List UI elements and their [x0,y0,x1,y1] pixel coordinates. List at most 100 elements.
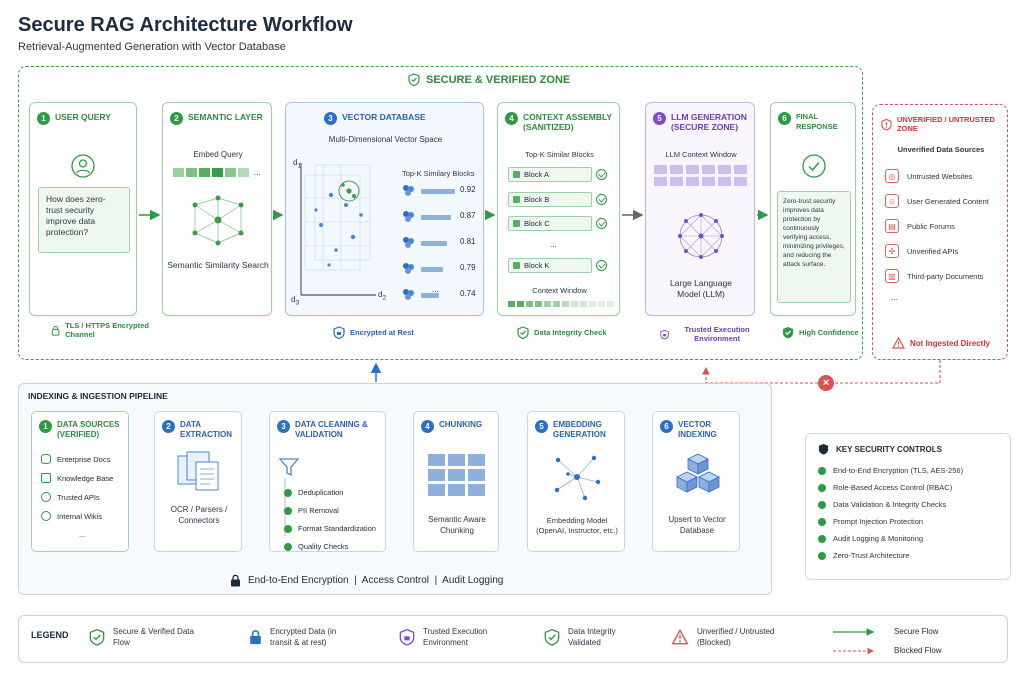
untrusted-item: ▥Third-party Documents [885,269,983,283]
shield-lock-icon [399,628,415,646]
score-row: 0.74 [402,288,482,302]
response-text: Zero-trust security improves data protec… [777,191,851,303]
shield-icon [818,443,829,455]
vector-cluster-icon [403,263,414,274]
check-icon [596,218,607,229]
not-ingested-caption: Not Ingested Directly [873,337,1009,349]
semantic-search-label: Semantic Similarity Search [167,260,269,270]
source-item: Internal Wikis [41,511,113,521]
legend-secure-flow: Secure Flow [894,627,939,636]
llm-window-label: LLM Context Window [665,150,737,159]
shield-lock-icon [660,329,669,340]
tee-caption: Trusted Execution Environment [660,325,760,343]
ingestion-pipeline [18,383,772,595]
lock-icon [231,574,240,587]
high-confidence-caption: High Confidence [782,326,859,339]
axis-label-d3: d3 [291,295,300,307]
api-icon: ✣ [885,244,899,258]
score-row: 0.81 [402,236,482,250]
block-icon [513,262,520,269]
legend-item: Encrypted Data (in transit & at rest) [249,626,360,648]
score-value: 0.87 [460,211,476,220]
check-icon [596,169,607,180]
lock-icon [51,325,60,336]
embedding-label: Embedding Model (OpenAI, Instructor, etc… [536,516,618,535]
shield-check-icon [544,628,560,646]
scores-more: ... [432,285,439,294]
llm-model-label: Large Language Model (LLM) [670,278,732,299]
legend-item: Secure & Verified Data Flow [89,626,195,648]
shield-lock-icon [333,326,345,339]
block-ellipsis: ... [550,240,557,249]
topk-blocks-label: Top-K Similar Blocks [525,150,594,159]
integrity-caption: Data Integrity Check [517,326,607,339]
security-controls-panel: KEY SECURITY CONTROLS End-to-End Encrypt… [805,433,1011,580]
llm-token-grid [654,165,750,186]
cleaning-item: Format Standardization [284,524,376,533]
embed-query-label: Embed Query [193,150,243,159]
warning-icon [891,337,905,349]
context-block: Block C [508,216,592,231]
score-value: 0.81 [460,237,476,246]
context-block: Block A [508,167,592,182]
block-icon [513,171,520,178]
context-window-bar [508,301,614,307]
page-subtitle: Retrieval-Augmented Generation with Vect… [18,41,286,53]
context-block: Block B [508,192,592,207]
context-block: Block K [508,258,592,273]
cubes-icon [676,453,720,493]
shield-check-icon [408,73,420,86]
untrusted-title: UNVERIFIED / UNTRUSTED ZONE [881,115,1007,133]
cleaning-list: Deduplication PII Removal Format Standar… [284,488,376,560]
untrusted-subtitle: Unverified Data Sources [897,145,985,154]
forum-icon: ▤ [885,219,899,233]
score-bar [421,267,443,272]
embedding-squares: ... [173,168,261,177]
source-item: Enterprise Docs [41,454,113,464]
blocked-x-icon: × [818,375,834,391]
database-icon [41,454,51,464]
vector-space-plot [300,163,376,296]
lock-icon [250,630,261,645]
chunk-grid-icon [428,454,485,496]
axis-label-d1: d1 [293,158,302,170]
pipeline-footer: End-to-End Encryption | Access Control |… [230,574,503,587]
source-item: Knowledge Base [41,473,113,483]
chunking-label: Semantic Aware Chunking [428,515,486,535]
documents-icon [177,451,219,491]
legend: LEGEND Secure & Verified Data Flow Encry… [18,615,1008,663]
score-bar [421,215,451,220]
cleaning-item: Deduplication [284,488,376,497]
untrusted-item: ✣Unverified APIs [885,244,958,258]
extraction-label: OCR / Parsers / Connectors [170,505,228,525]
score-row: 0.79 [402,262,482,276]
shield-check-icon [517,326,529,339]
block-icon [513,220,520,227]
source-item: Trusted APIs [41,492,113,502]
user-icon: ☺ [885,194,899,208]
score-row: 0.87 [402,210,482,224]
control-item: End-to-End Encryption (TLS, AES-256) [818,466,963,475]
llm-network-icon [678,213,724,259]
encrypted-rest-caption: Encrypted at Rest [333,326,414,339]
legend-item: Data Integrity Validated [544,626,630,648]
vector-space-label: Multi-Dimensional Vector Space [328,135,443,144]
source-item: ... [79,530,86,539]
pipeline-title: INDEXING & INGESTION PIPELINE [28,391,168,401]
untrusted-more: ... [891,293,898,302]
score-bar [421,293,439,298]
axis-label-d2: d2 [378,290,387,302]
secure-zone [18,66,863,360]
book-icon [41,473,51,483]
controls-list: End-to-End Encryption (TLS, AES-256) Rol… [818,466,963,568]
control-item: Role-Based Access Control (RBAC) [818,483,963,492]
